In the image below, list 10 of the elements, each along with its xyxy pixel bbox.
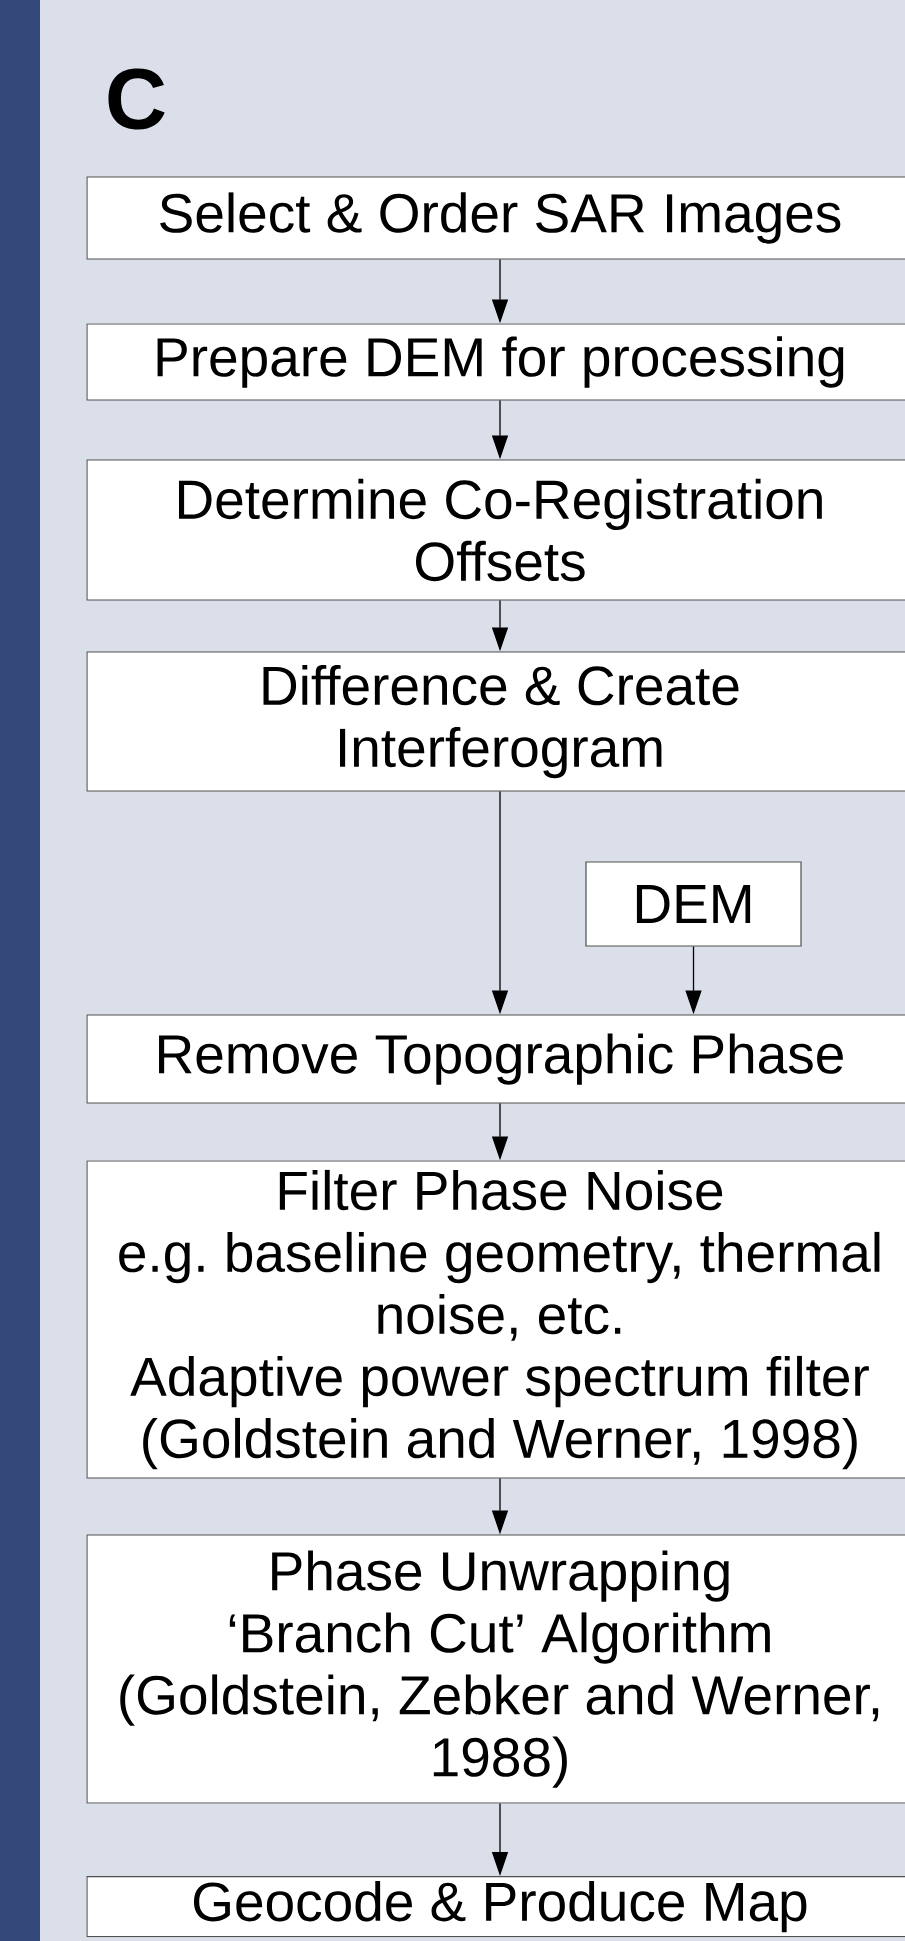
process-box: Prepare DEM for processing [86,323,905,401]
process-box: Geocode & Produce Map [86,1876,905,1938]
input-box: DEM [585,861,802,947]
panel-label: C [108,68,165,130]
process-box: Determine Co-Registration Offsets [86,459,905,601]
process-box: Difference & Create Interferogram [86,651,905,792]
process-box: Remove Topographic Phase [86,1014,905,1104]
process-box: Select & Order SAR Images [86,176,905,260]
process-box: Filter Phase Noise e.g. baseline geometry, thermal noise, etc. Adaptive power spectrum filter (Goldstein and Werner, 1998) [86,1160,905,1479]
process-box: Phase Unwrapping ‘Branch Cut’ Algorithm (Goldstein, Zebker and Werner, 1988) [86,1534,905,1804]
